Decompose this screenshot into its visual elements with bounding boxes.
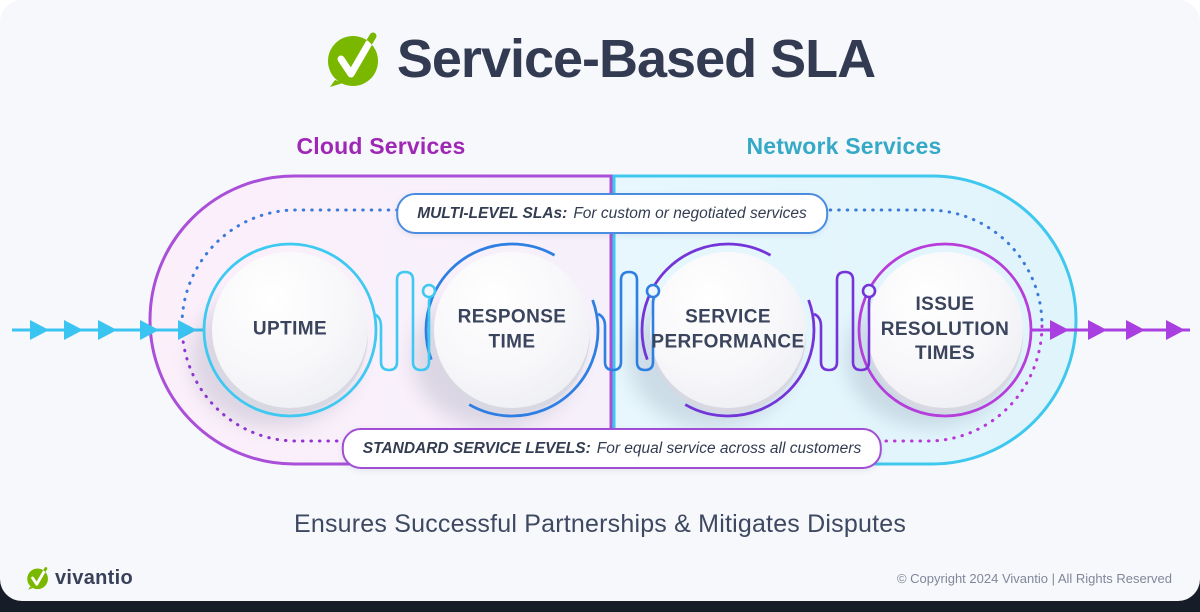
outbound-arrows: [1031, 320, 1190, 340]
node-circle-uptime: [190, 242, 378, 428]
page-title: Service-Based SLA: [396, 29, 876, 89]
tagline: Ensures Successful Partnerships & Mitiga…: [293, 510, 907, 538]
standard-levels-banner-emphasis: STANDARD SERVICE LEVELS:: [362, 440, 591, 457]
node-label-response-time: RESPONSE TIME: [457, 306, 567, 352]
vivantio-footer-icon: [27, 567, 48, 590]
copyright-text: © Copyright 2024 Vivantio | All Rights R…: [896, 571, 1172, 586]
multi-level-banner: MULTI-LEVEL SLAs: For custom or negotiate…: [396, 193, 828, 234]
node-circle-service-performance: [628, 242, 816, 428]
footer-brand: vivantio: [26, 566, 133, 590]
connector-response-performance: [597, 270, 661, 372]
node-circle-response-time: [412, 242, 600, 428]
node-label-issue-resolution: ISSUE RESOLUTION TIMES: [880, 293, 1010, 365]
connector-uptime-response: [373, 270, 437, 372]
footer-brand-wordmark: vivantio: [55, 566, 133, 589]
header: Service-Based SLA: [0, 28, 1200, 90]
section-label-network: Network Services: [746, 133, 942, 159]
vivantio-logo-icon: [327, 32, 378, 87]
standard-levels-banner-text: For equal service across all customers: [596, 440, 862, 457]
node-circle-issue-resolution: [845, 242, 1033, 428]
node-label-uptime: UPTIME: [252, 318, 328, 340]
multi-level-banner-text: For custom or negotiated services: [573, 205, 807, 222]
node-label-service-performance: SERVICE PERFORMANCE: [651, 306, 805, 352]
standard-dotted-path-network: [612, 323, 1044, 443]
standard-levels-banner: STANDARD SERVICE LEVELS: For equal servic…: [341, 428, 883, 469]
multi-level-banner-emphasis: MULTI-LEVEL SLAs:: [417, 205, 568, 222]
section-label-cloud: Cloud Services: [296, 133, 466, 159]
multi-level-dotted-path: [180, 208, 1044, 327]
inbound-arrows: [12, 320, 204, 340]
connector-performance-resolution: [813, 270, 877, 372]
